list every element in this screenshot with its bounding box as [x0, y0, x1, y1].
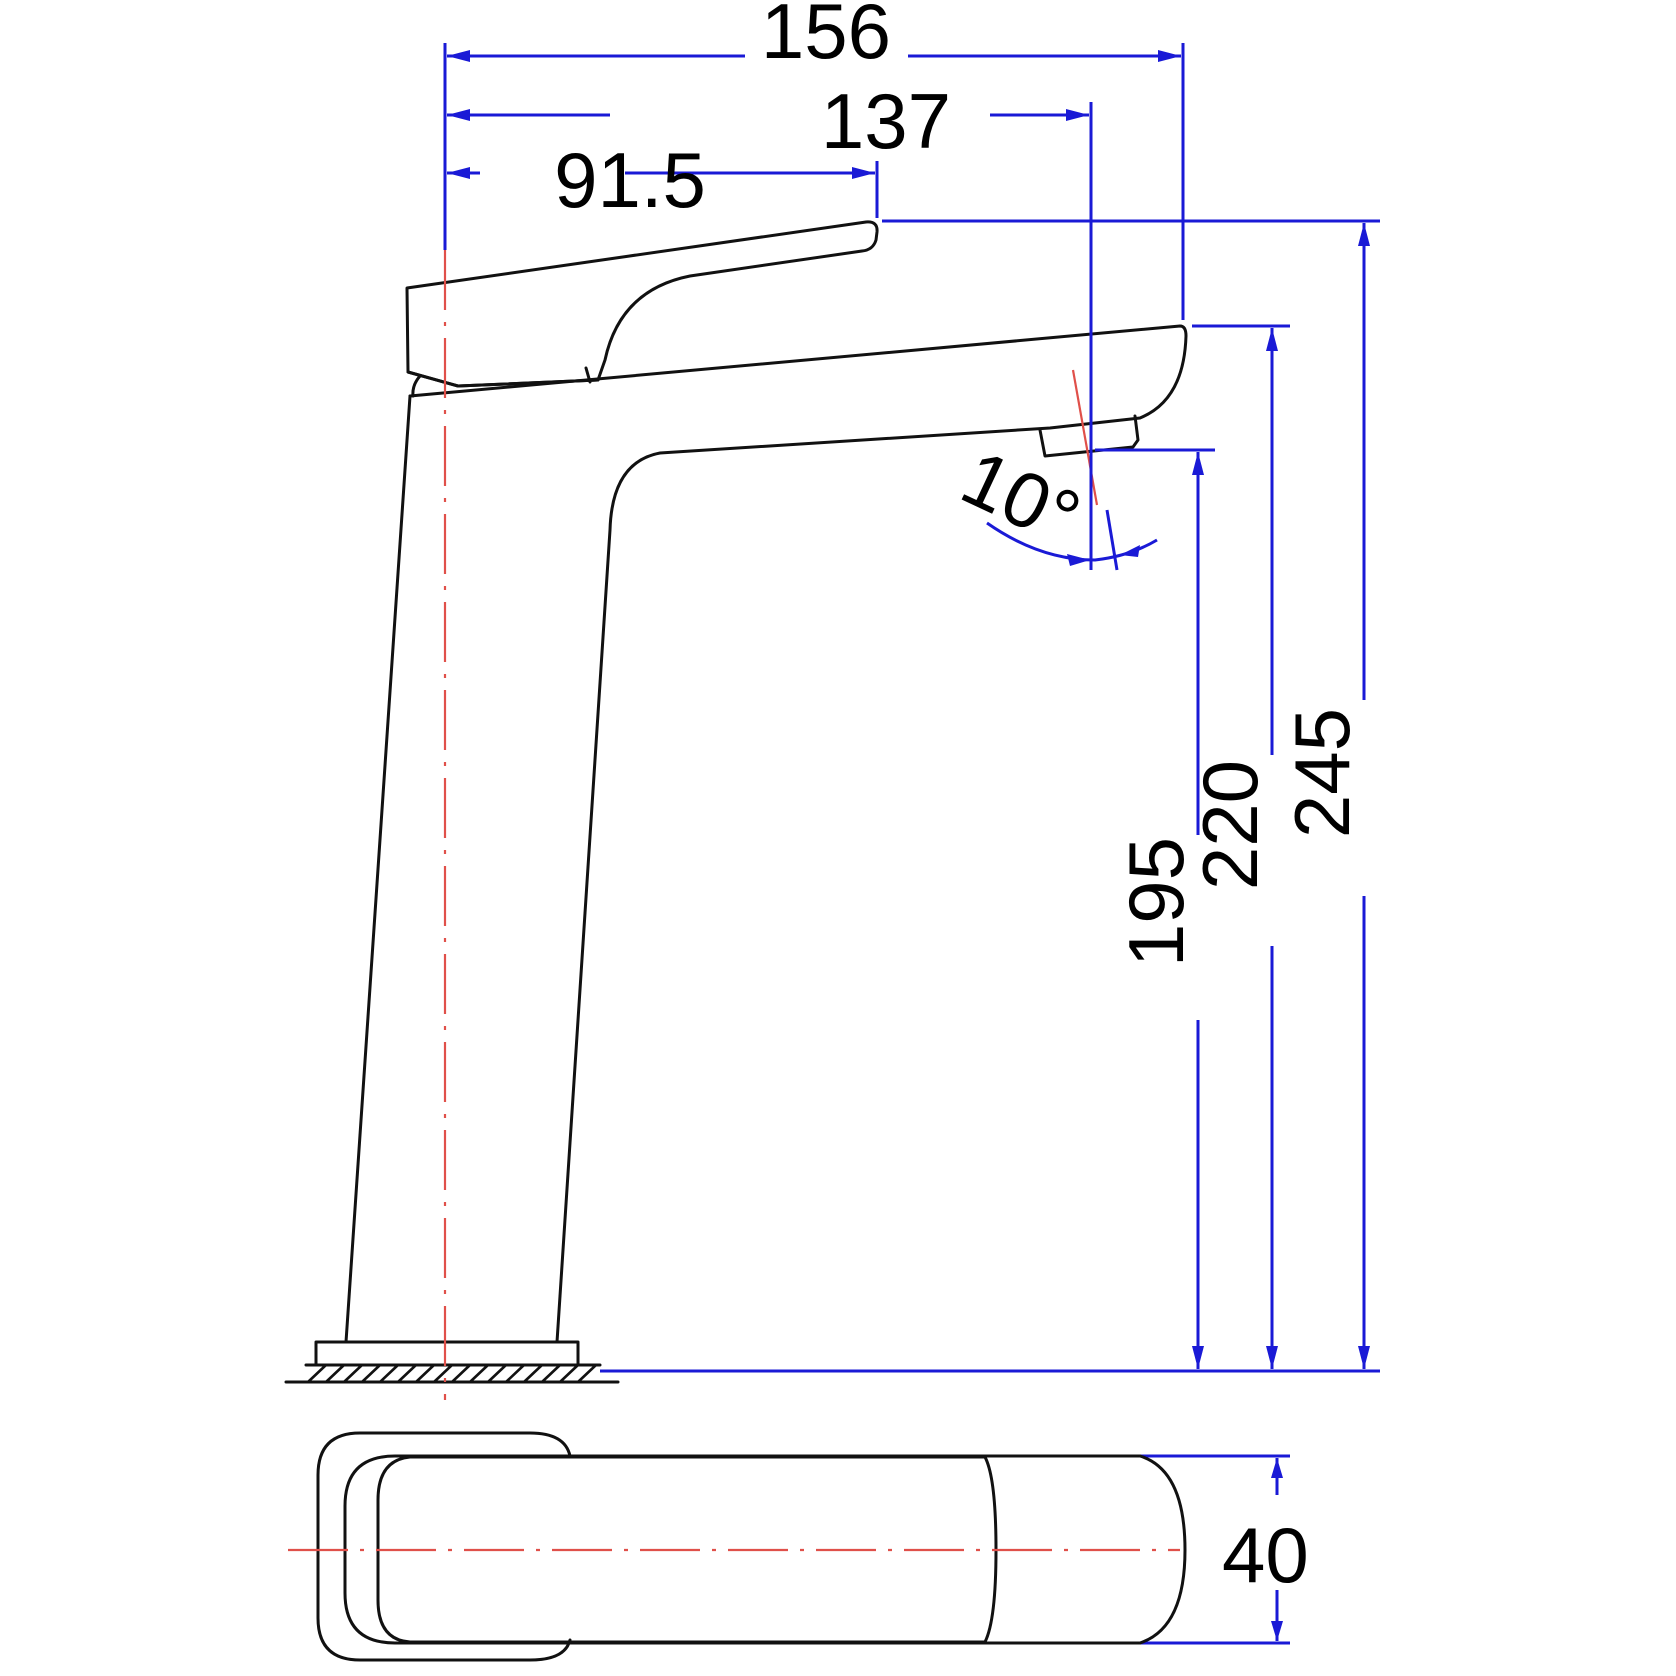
- ground-hatch: [284, 1363, 620, 1384]
- side-view: [284, 220, 1188, 1400]
- dim-label-137: 137: [821, 77, 951, 165]
- spout-body: [408, 324, 1188, 1344]
- dim-label-195: 195: [1112, 837, 1200, 967]
- dimension-lines: [443, 43, 1380, 1645]
- aerator: [1038, 414, 1140, 458]
- top-view: [288, 1431, 1187, 1662]
- base-plate: [314, 1340, 580, 1367]
- dim-label-40: 40: [1222, 1511, 1309, 1599]
- lever-outline-top: [376, 1455, 998, 1644]
- dimension-labels: 156 137 91.5 195 220 245 10° 40: [554, 0, 1366, 1599]
- dim-label-245: 245: [1278, 708, 1366, 838]
- lever-handle: [405, 220, 879, 388]
- dim-label-156: 156: [761, 0, 891, 75]
- dim-label-220: 220: [1186, 760, 1274, 890]
- outlet-axis-line: [1071, 369, 1099, 506]
- base-outline-top: [316, 1431, 572, 1662]
- spout-nose-top: [1138, 1454, 1187, 1645]
- column-front: [344, 394, 412, 1344]
- dim-label-91-5: 91.5: [554, 136, 706, 224]
